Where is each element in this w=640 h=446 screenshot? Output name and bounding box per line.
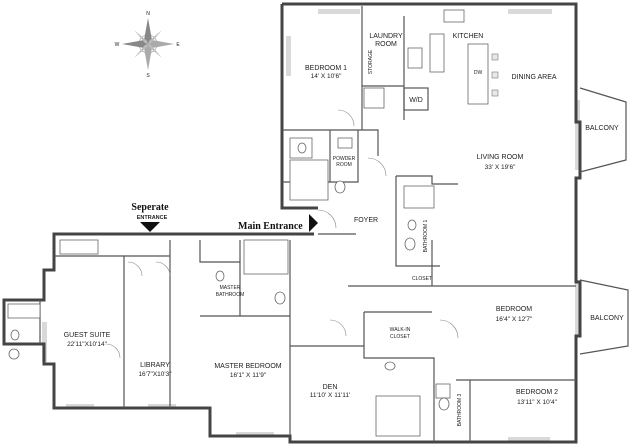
laundry-line2: ROOM — [375, 41, 397, 48]
bathroom1-label: BATHROOM 1 — [423, 219, 429, 252]
powder-line2: ROOM — [336, 162, 352, 168]
foyer-label: FOYER — [354, 217, 378, 224]
compass-n: N — [146, 11, 150, 17]
bedroom2-name: BEDROOM 2 — [516, 389, 558, 396]
bedroom-size: 16'4" X 12'7" — [496, 316, 533, 323]
powder-line1: POWDER — [333, 156, 356, 162]
walkin-line1: WALK-IN — [390, 327, 411, 333]
compass-e: E — [176, 42, 180, 48]
fixtures — [7, 9, 499, 437]
den-size: 11'10' X 11'11' — [310, 392, 350, 399]
closet-label: CLOSET — [412, 276, 432, 282]
balconies — [579, 87, 629, 355]
compass-w: W — [115, 42, 120, 48]
interior-walls — [39, 6, 576, 442]
master-bedroom-size: 16'1" X 11'9" — [230, 372, 267, 379]
main-entrance-arrow — [309, 214, 318, 232]
living-room-size: 33' X 19'6" — [485, 164, 517, 171]
separate-entrance-arrow — [140, 222, 160, 232]
bathroom3-label: BATHROOM 3 — [457, 393, 463, 426]
wd-label: W/D — [409, 97, 423, 104]
walkin-line2: CLOSET — [390, 334, 410, 340]
master-bedroom-name: MASTER BEDROOM — [214, 363, 281, 370]
dining-label: DINING AREA — [511, 74, 556, 81]
laundry-line1: LAUNDRY — [369, 33, 403, 40]
door-swings — [105, 109, 459, 359]
exterior-walls — [2, 2, 582, 444]
master-bath-line2: BATHROOM — [216, 292, 245, 298]
guest-suite-size: 22'11"X10'14" — [67, 341, 108, 348]
bedroom-name: BEDROOM — [496, 306, 532, 313]
library-size: 16'7"X10'3" — [138, 371, 172, 378]
master-bath-line1: MASTER — [220, 285, 241, 291]
dw-label: DW — [474, 70, 483, 76]
library-name: LIBRARY — [140, 362, 170, 369]
guest-suite-name: GUEST SUITE — [64, 332, 111, 339]
separate-entrance-sub: ENTRANCE — [137, 215, 168, 221]
balcony-bottom-label: BALCONY — [590, 315, 624, 322]
kitchen-label: KITCHEN — [453, 33, 484, 40]
separate-entrance-title: Seperate — [131, 202, 169, 213]
compass-s: S — [146, 73, 150, 79]
balcony-top-label: BALCONY — [585, 125, 619, 132]
bedroom1-name: BEDROOM 1 — [305, 65, 347, 72]
storage-label: STORAGE — [368, 49, 374, 74]
main-entrance-label: Main Entrance — [238, 221, 303, 232]
compass-rose: N S E W — [115, 11, 181, 79]
living-room-name: LIVING ROOM — [477, 154, 524, 161]
bedroom2-size: 13'11" X 10'4" — [517, 399, 558, 406]
den-name: DEN — [323, 384, 338, 391]
bedroom1-size: 14' X 10'6" — [311, 73, 343, 80]
